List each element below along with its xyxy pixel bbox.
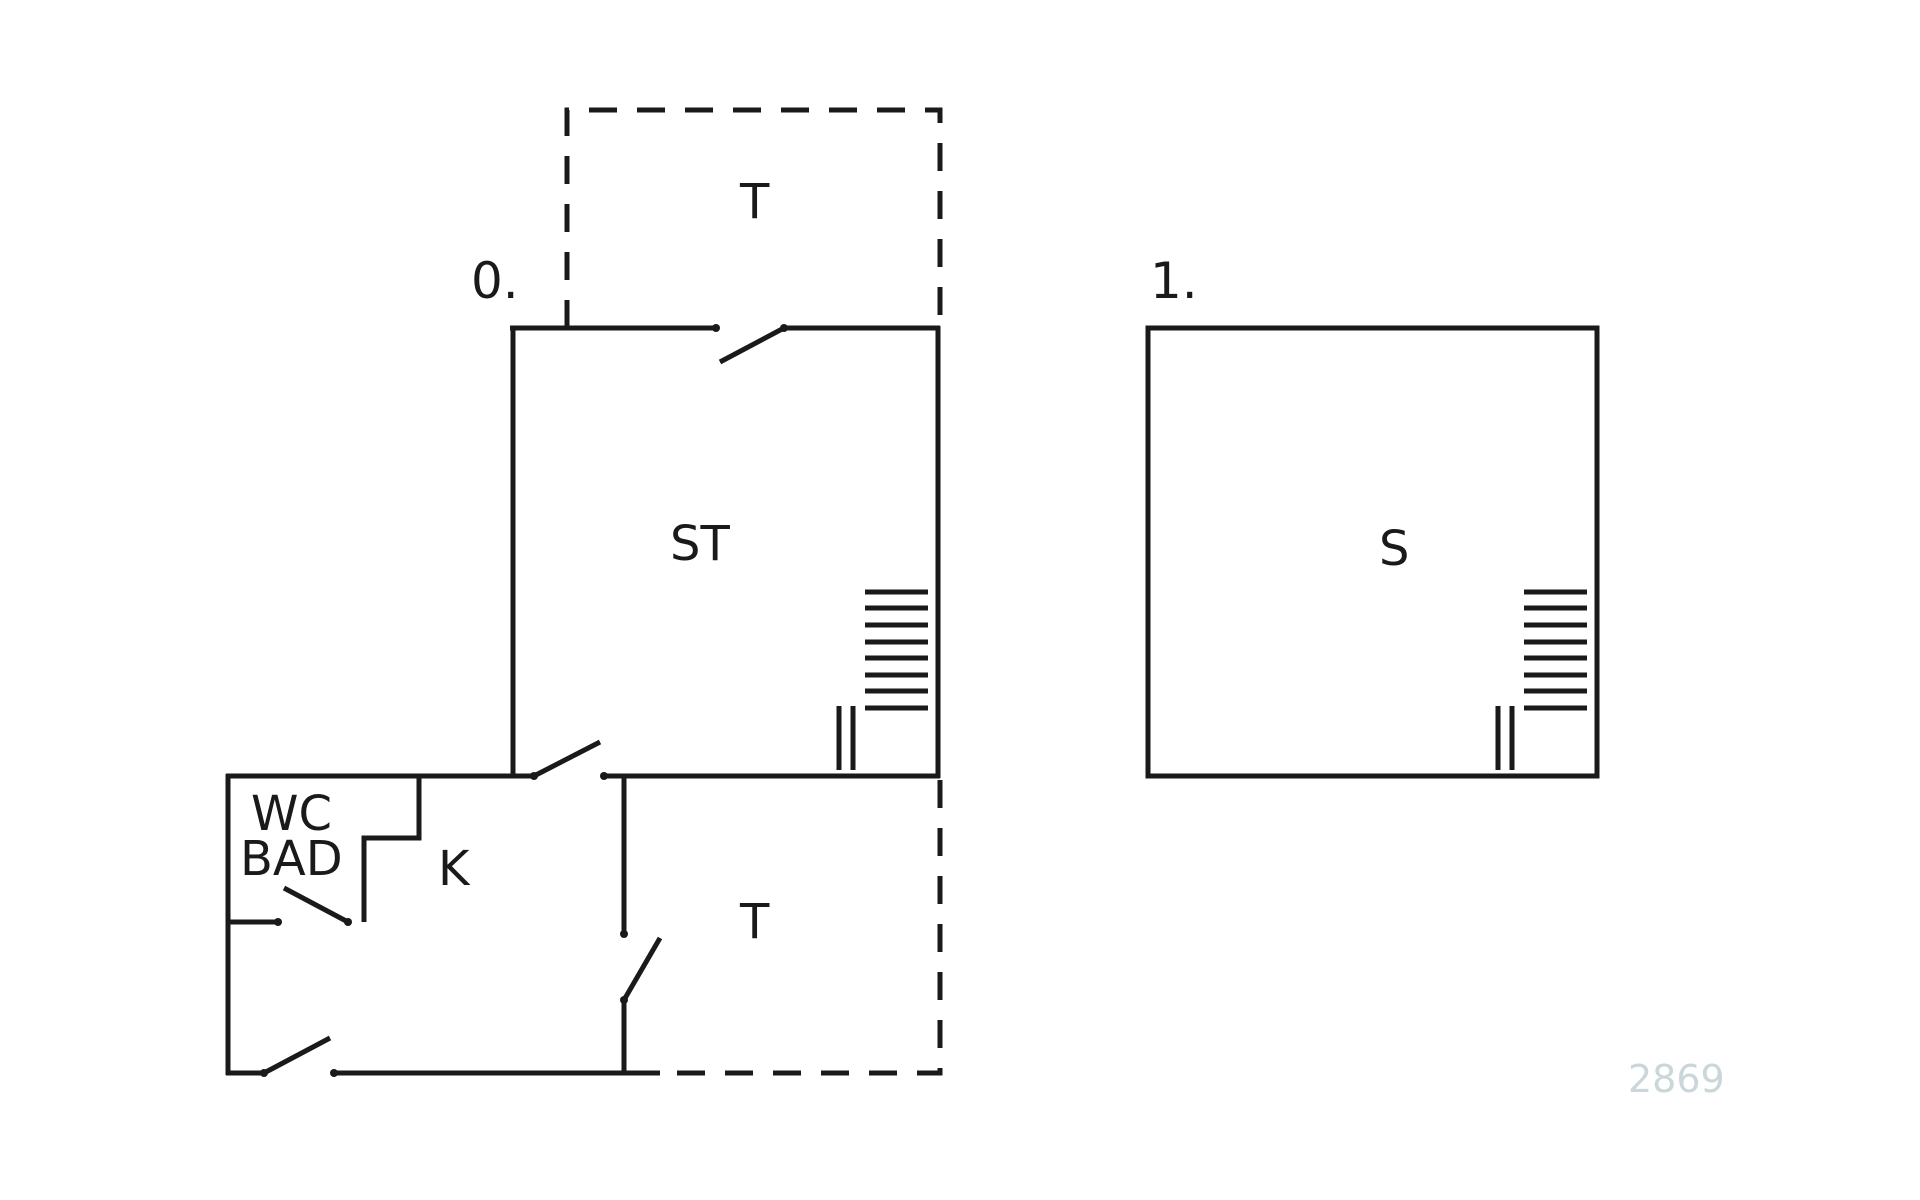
floor-label-ground: 0. [471, 252, 519, 310]
door-entrance [260, 1035, 338, 1077]
staircase-upper [1495, 589, 1587, 770]
terrace-top-outline [564, 107, 943, 328]
door-kitchen-terrace [620, 930, 663, 1004]
staircase-ground [836, 589, 928, 770]
terrace-bottom-outline [660, 780, 943, 1076]
door-living-top [712, 324, 788, 365]
door-bathroom [274, 885, 352, 926]
room-label-terrace-top: T [739, 174, 770, 230]
floor-label-upper: 1. [1150, 252, 1198, 310]
room-label-bath: BAD [240, 831, 343, 887]
ground-floor: 0. T ST WC BAD K T [225, 107, 943, 1077]
room-label-kitchen: K [438, 841, 471, 897]
bathroom-stepped-wall [361, 776, 422, 922]
upper-floor: 1. S [1145, 252, 1600, 779]
room-label-living: ST [670, 516, 730, 572]
bedroom-walls [1145, 325, 1600, 779]
room-label-terrace-bottom: T [739, 894, 770, 950]
room-label-wc: WC [251, 786, 332, 842]
door-living-kitchen [530, 739, 608, 780]
room-label-bedroom: S [1379, 521, 1409, 577]
reference-number: 2869 [1628, 1057, 1725, 1101]
